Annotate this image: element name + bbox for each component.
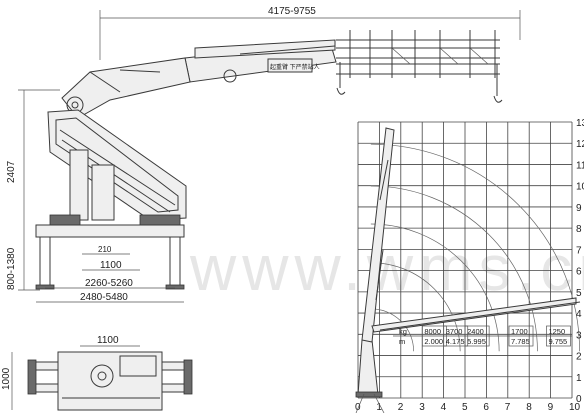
y-tick-label: 5 [576, 288, 582, 299]
y-tick-label: 0 [576, 394, 582, 405]
x-tick-label: 10 [569, 402, 581, 413]
table-cell-m: 2.000 [424, 337, 443, 346]
y-tick-label: 11 [576, 160, 584, 171]
y-tick-label: 8 [576, 224, 582, 235]
table-cell-m: 7.785 [511, 337, 530, 346]
spread-outer-dimension: 2480-5480 [80, 292, 128, 303]
table-cell-kg: 8000 [424, 327, 441, 336]
x-tick-label: 7 [505, 402, 511, 413]
table-cell-kg: 2400 [467, 327, 484, 336]
x-tick-label: 6 [483, 402, 489, 413]
x-tick-label: 3 [419, 402, 425, 413]
top-reach-dimension: 4175-9755 [268, 6, 316, 17]
x-tick-label: 9 [548, 402, 554, 413]
reach-arc [370, 185, 538, 352]
offset-dimension: 210 [98, 245, 112, 254]
table-cell-m: 5.995 [467, 337, 486, 346]
plan-width-dimension: 1100 [97, 335, 119, 346]
x-tick-label: 5 [462, 402, 468, 413]
table-header: kg [399, 327, 407, 336]
y-tick-label: 6 [576, 267, 582, 278]
crane-side-view: 4175-9755 起重臂 下严禁站人 [6, 6, 521, 303]
x-tick-label: 1 [376, 402, 382, 413]
reach-arc [370, 143, 580, 352]
crane-plan-view: 1100 1000 [1, 335, 193, 411]
table-cell-kg: 3700 [446, 327, 463, 336]
y-tick-label: 13 [576, 118, 584, 129]
y-tick-label: 10 [576, 182, 584, 193]
y-tick-label: 4 [576, 309, 582, 320]
height-dimension: 2407 [6, 160, 17, 183]
x-tick-label: 4 [441, 402, 447, 413]
y-tick-label: 12 [576, 139, 584, 150]
spread-inner-dimension: 2260-5260 [85, 278, 133, 289]
watermark: www.wms.cn [189, 232, 584, 304]
table-cell-kg: 1250 [548, 327, 565, 336]
table-cell-kg: 1700 [511, 327, 528, 336]
plan-height-dimension: 1000 [1, 367, 12, 390]
y-tick-label: 2 [576, 352, 582, 363]
x-tick-label: 8 [526, 402, 532, 413]
x-tick-label: 2 [398, 402, 404, 413]
boom-warning-label: 起重臂 下严禁站人 [270, 63, 320, 71]
reach-arc [370, 262, 461, 352]
table-header: m [399, 337, 405, 346]
y-tick-label: 3 [576, 330, 582, 341]
leg-height-dimension: 800-1380 [6, 247, 17, 290]
y-tick-label: 7 [576, 245, 582, 256]
y-tick-label: 1 [576, 373, 582, 384]
table-cell-m: 9.755 [548, 337, 567, 346]
base-width-dimension: 1100 [100, 260, 122, 271]
table-cell-m: 4.175 [446, 337, 465, 346]
reach-arc [370, 223, 500, 352]
y-tick-label: 9 [576, 203, 582, 214]
reach-arc [370, 308, 414, 352]
